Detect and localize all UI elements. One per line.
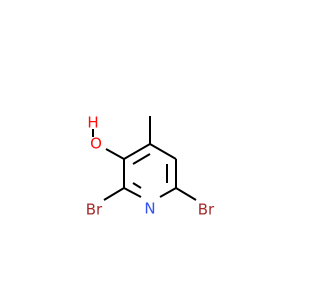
bond-c3-c4-inner	[132, 153, 151, 165]
bond-n-c2-double	[123, 187, 142, 198]
bond-c3-c4-double	[123, 143, 151, 160]
atom-labels: H O Br N Br	[86, 114, 215, 219]
bonds	[92, 116, 197, 201]
bond-n-c2-inner	[132, 182, 142, 189]
bond-c6-n	[159, 187, 177, 198]
bond-c2-br-left	[103, 187, 125, 201]
bond-c6-br-right	[175, 187, 197, 201]
ring-nitrogen-label: N	[144, 200, 155, 218]
bond-c4-c5	[149, 143, 177, 160]
right-bromine-label: Br	[198, 201, 215, 219]
hydroxyl-hydrogen-label: H	[87, 114, 98, 132]
bond-c3-o	[105, 148, 125, 160]
hydroxyl-oxygen-label: O	[90, 135, 102, 153]
molecule-canvas: H O Br N Br	[86, 114, 215, 219]
left-bromine-label: Br	[86, 201, 103, 219]
